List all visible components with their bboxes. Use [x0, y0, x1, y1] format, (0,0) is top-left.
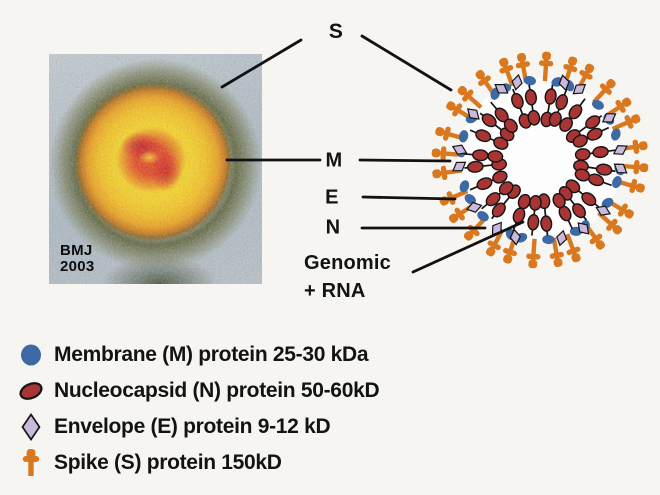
- legend-item-envelope: Envelope (E) protein 9-12 kD: [14, 409, 379, 445]
- virus-schematic: [431, 51, 649, 269]
- em-micrograph: BMJ 2003: [49, 54, 262, 284]
- legend-item-spike: Spike (S) protein 150kD: [14, 445, 379, 481]
- label-genomic-line1: Genomic: [304, 252, 391, 274]
- nucleocapsid-protein-icon: [14, 378, 48, 404]
- image-credit-year: 2003: [60, 258, 95, 275]
- legend-label: Spike (S) protein 150kD: [54, 451, 282, 474]
- label-envelope: E: [325, 186, 339, 209]
- envelope-protein-icon: [14, 412, 48, 442]
- label-genomic-rna: Genomic + RNA: [304, 249, 391, 305]
- legend-label: Membrane (M) protein 25-30 kDa: [54, 343, 369, 366]
- label-membrane: M: [325, 149, 343, 172]
- legend-item-membrane: Membrane (M) protein 25-30 kDa: [14, 337, 379, 373]
- legend: Membrane (M) protein 25-30 kDa Nucleocap…: [14, 337, 380, 481]
- spike-protein-icon: [14, 448, 48, 478]
- label-genomic-line2: + RNA: [304, 280, 366, 302]
- label-spike: S: [328, 20, 344, 43]
- legend-label: Nucleocapsid (N) protein 50-60kD: [54, 379, 380, 402]
- image-credit-source: BMJ: [60, 242, 93, 259]
- membrane-protein-icon: [14, 342, 48, 368]
- legend-label: Envelope (E) protein 9-12 kD: [54, 415, 331, 438]
- label-nucleocapsid: N: [325, 216, 341, 239]
- image-credit: BMJ 2003: [60, 243, 95, 275]
- legend-item-nucleocapsid: Nucleocapsid (N) protein 50-60kD: [14, 373, 380, 409]
